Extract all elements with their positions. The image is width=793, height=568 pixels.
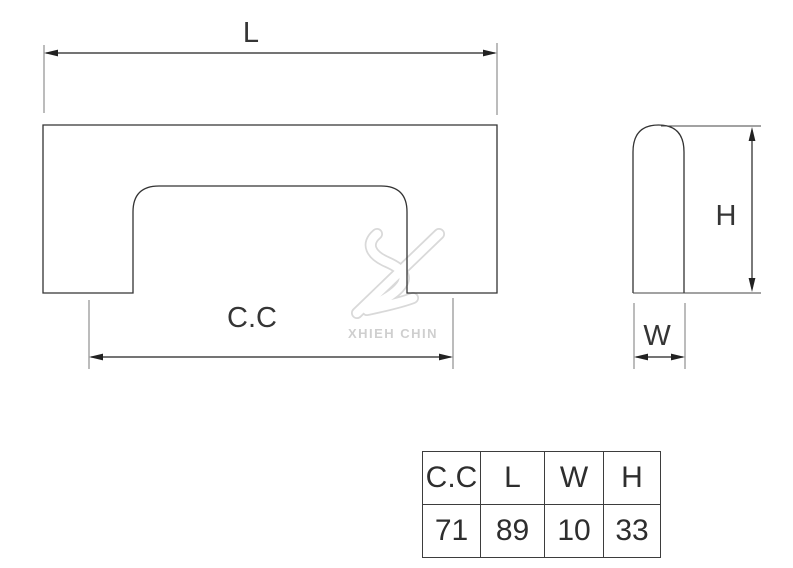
arrowhead-up-icon <box>748 127 756 141</box>
spec-value-w: 10 <box>544 504 604 558</box>
dimension-label-height: H <box>716 200 737 232</box>
arrowhead-down-icon <box>748 278 756 292</box>
dimension-label-center-to-center: C.C <box>227 302 277 334</box>
watermark-brand-text: XHIEH CHIN <box>348 326 438 341</box>
spec-header-w: W <box>544 451 604 505</box>
dimension-label-length: L <box>243 17 259 49</box>
spec-header-h: H <box>603 451 661 505</box>
watermark-logo-icon <box>351 228 445 319</box>
spec-value-h: 33 <box>603 504 661 558</box>
dimension-length: L <box>43 17 498 115</box>
dimension-width: W <box>633 303 686 369</box>
arrowhead-left-icon <box>89 353 103 361</box>
handle-side-view-outline <box>632 124 685 293</box>
watermark: XHIEH CHIN <box>348 228 445 341</box>
spec-table-value-row: 71 89 10 33 <box>422 504 661 558</box>
dimension-height: H <box>633 125 761 294</box>
arrowhead-left-icon <box>634 353 648 361</box>
spec-table-header-row: C.C L W H <box>422 451 661 505</box>
arrowhead-right-icon <box>671 353 685 361</box>
spec-table: C.C L W H 71 89 10 33 <box>422 451 661 558</box>
arrowhead-right-icon <box>483 49 497 57</box>
spec-value-l: 89 <box>480 504 545 558</box>
dimension-center-to-center: C.C <box>88 298 454 369</box>
arrowhead-right-icon <box>439 353 453 361</box>
arrowhead-left-icon <box>44 49 58 57</box>
spec-header-cc: C.C <box>422 451 481 505</box>
spec-header-l: L <box>480 451 545 505</box>
handle-front-view-outline <box>42 124 498 294</box>
spec-value-cc: 71 <box>422 504 481 558</box>
dimension-label-width: W <box>643 320 671 352</box>
